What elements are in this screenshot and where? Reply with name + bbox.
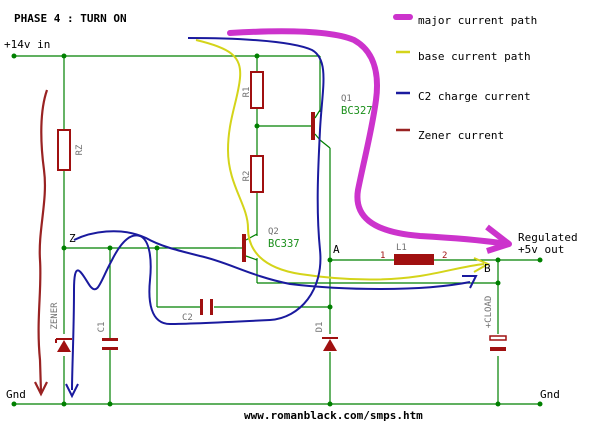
r2-label: R2: [242, 171, 252, 182]
diode-d1: [322, 337, 338, 351]
inductor-l1: [394, 254, 434, 265]
circuit-wires: [14, 55, 540, 405]
diagram-title: PHASE 4 : TURN ON: [14, 12, 127, 25]
legend-label-c2: C2 charge current: [418, 90, 531, 103]
major-current-arrowhead: [485, 224, 512, 254]
regulated-label-line2: +5v out: [518, 243, 564, 256]
cload-label: +CLOAD: [484, 296, 494, 329]
ground-label-left: Gnd: [6, 388, 26, 401]
q2-part-label: BC337: [268, 238, 300, 250]
l1-label: L1: [396, 243, 407, 253]
q1-label: Q1: [341, 94, 352, 104]
base-current-arrowhead: [473, 257, 491, 273]
zener-diode: [55, 338, 72, 352]
legend: major current path base current path C2 …: [393, 14, 537, 142]
resistor-r1: [250, 71, 264, 109]
l1-pin1-label: 1: [380, 251, 385, 261]
node-z-label: Z: [69, 232, 76, 245]
q2-label: Q2: [268, 227, 279, 237]
c1-label: C1: [97, 322, 107, 333]
transistor-q1: [311, 109, 321, 141]
resistor-r2: [250, 155, 264, 193]
resistor-rz: [57, 129, 71, 171]
c2-charge-current-path-2: [73, 230, 471, 290]
junction-dots: [11, 53, 543, 407]
regulated-label-line1: Regulated: [518, 231, 578, 244]
zener-current-path: [37, 89, 49, 393]
rz-label: RZ: [75, 144, 85, 155]
c2-charge-arrowhead-right: [462, 275, 478, 289]
node-b-label: B: [484, 262, 491, 275]
c2-charge-arrowhead-down: [65, 383, 79, 399]
l1-pin2-label: 2: [442, 251, 447, 261]
capacitor-cload: [489, 335, 507, 351]
c2-label: C2: [182, 313, 193, 323]
base-current-path: [195, 39, 485, 281]
r1-label: R1: [242, 87, 252, 98]
q1-part-label: BC327: [341, 105, 373, 117]
d1-label: D1: [315, 322, 325, 333]
website-url: www.romanblack.com/smps.htm: [244, 409, 423, 422]
ground-label-right: Gnd: [540, 388, 560, 401]
legend-label-base: base current path: [418, 50, 531, 63]
zener-label: ZENER: [50, 302, 60, 330]
transistor-q2: [236, 233, 258, 262]
c2-charge-current-path: [71, 37, 325, 391]
major-current-path: [227, 28, 503, 246]
node-a-label: A: [333, 243, 340, 256]
legend-label-zener: Zener current: [418, 129, 504, 142]
zener-current-arrowhead: [34, 381, 48, 397]
capacitor-c2: [200, 299, 213, 315]
legend-label-major: major current path: [418, 14, 537, 27]
capacitor-c1: [102, 338, 118, 350]
supply-label: +14v in: [4, 38, 50, 51]
